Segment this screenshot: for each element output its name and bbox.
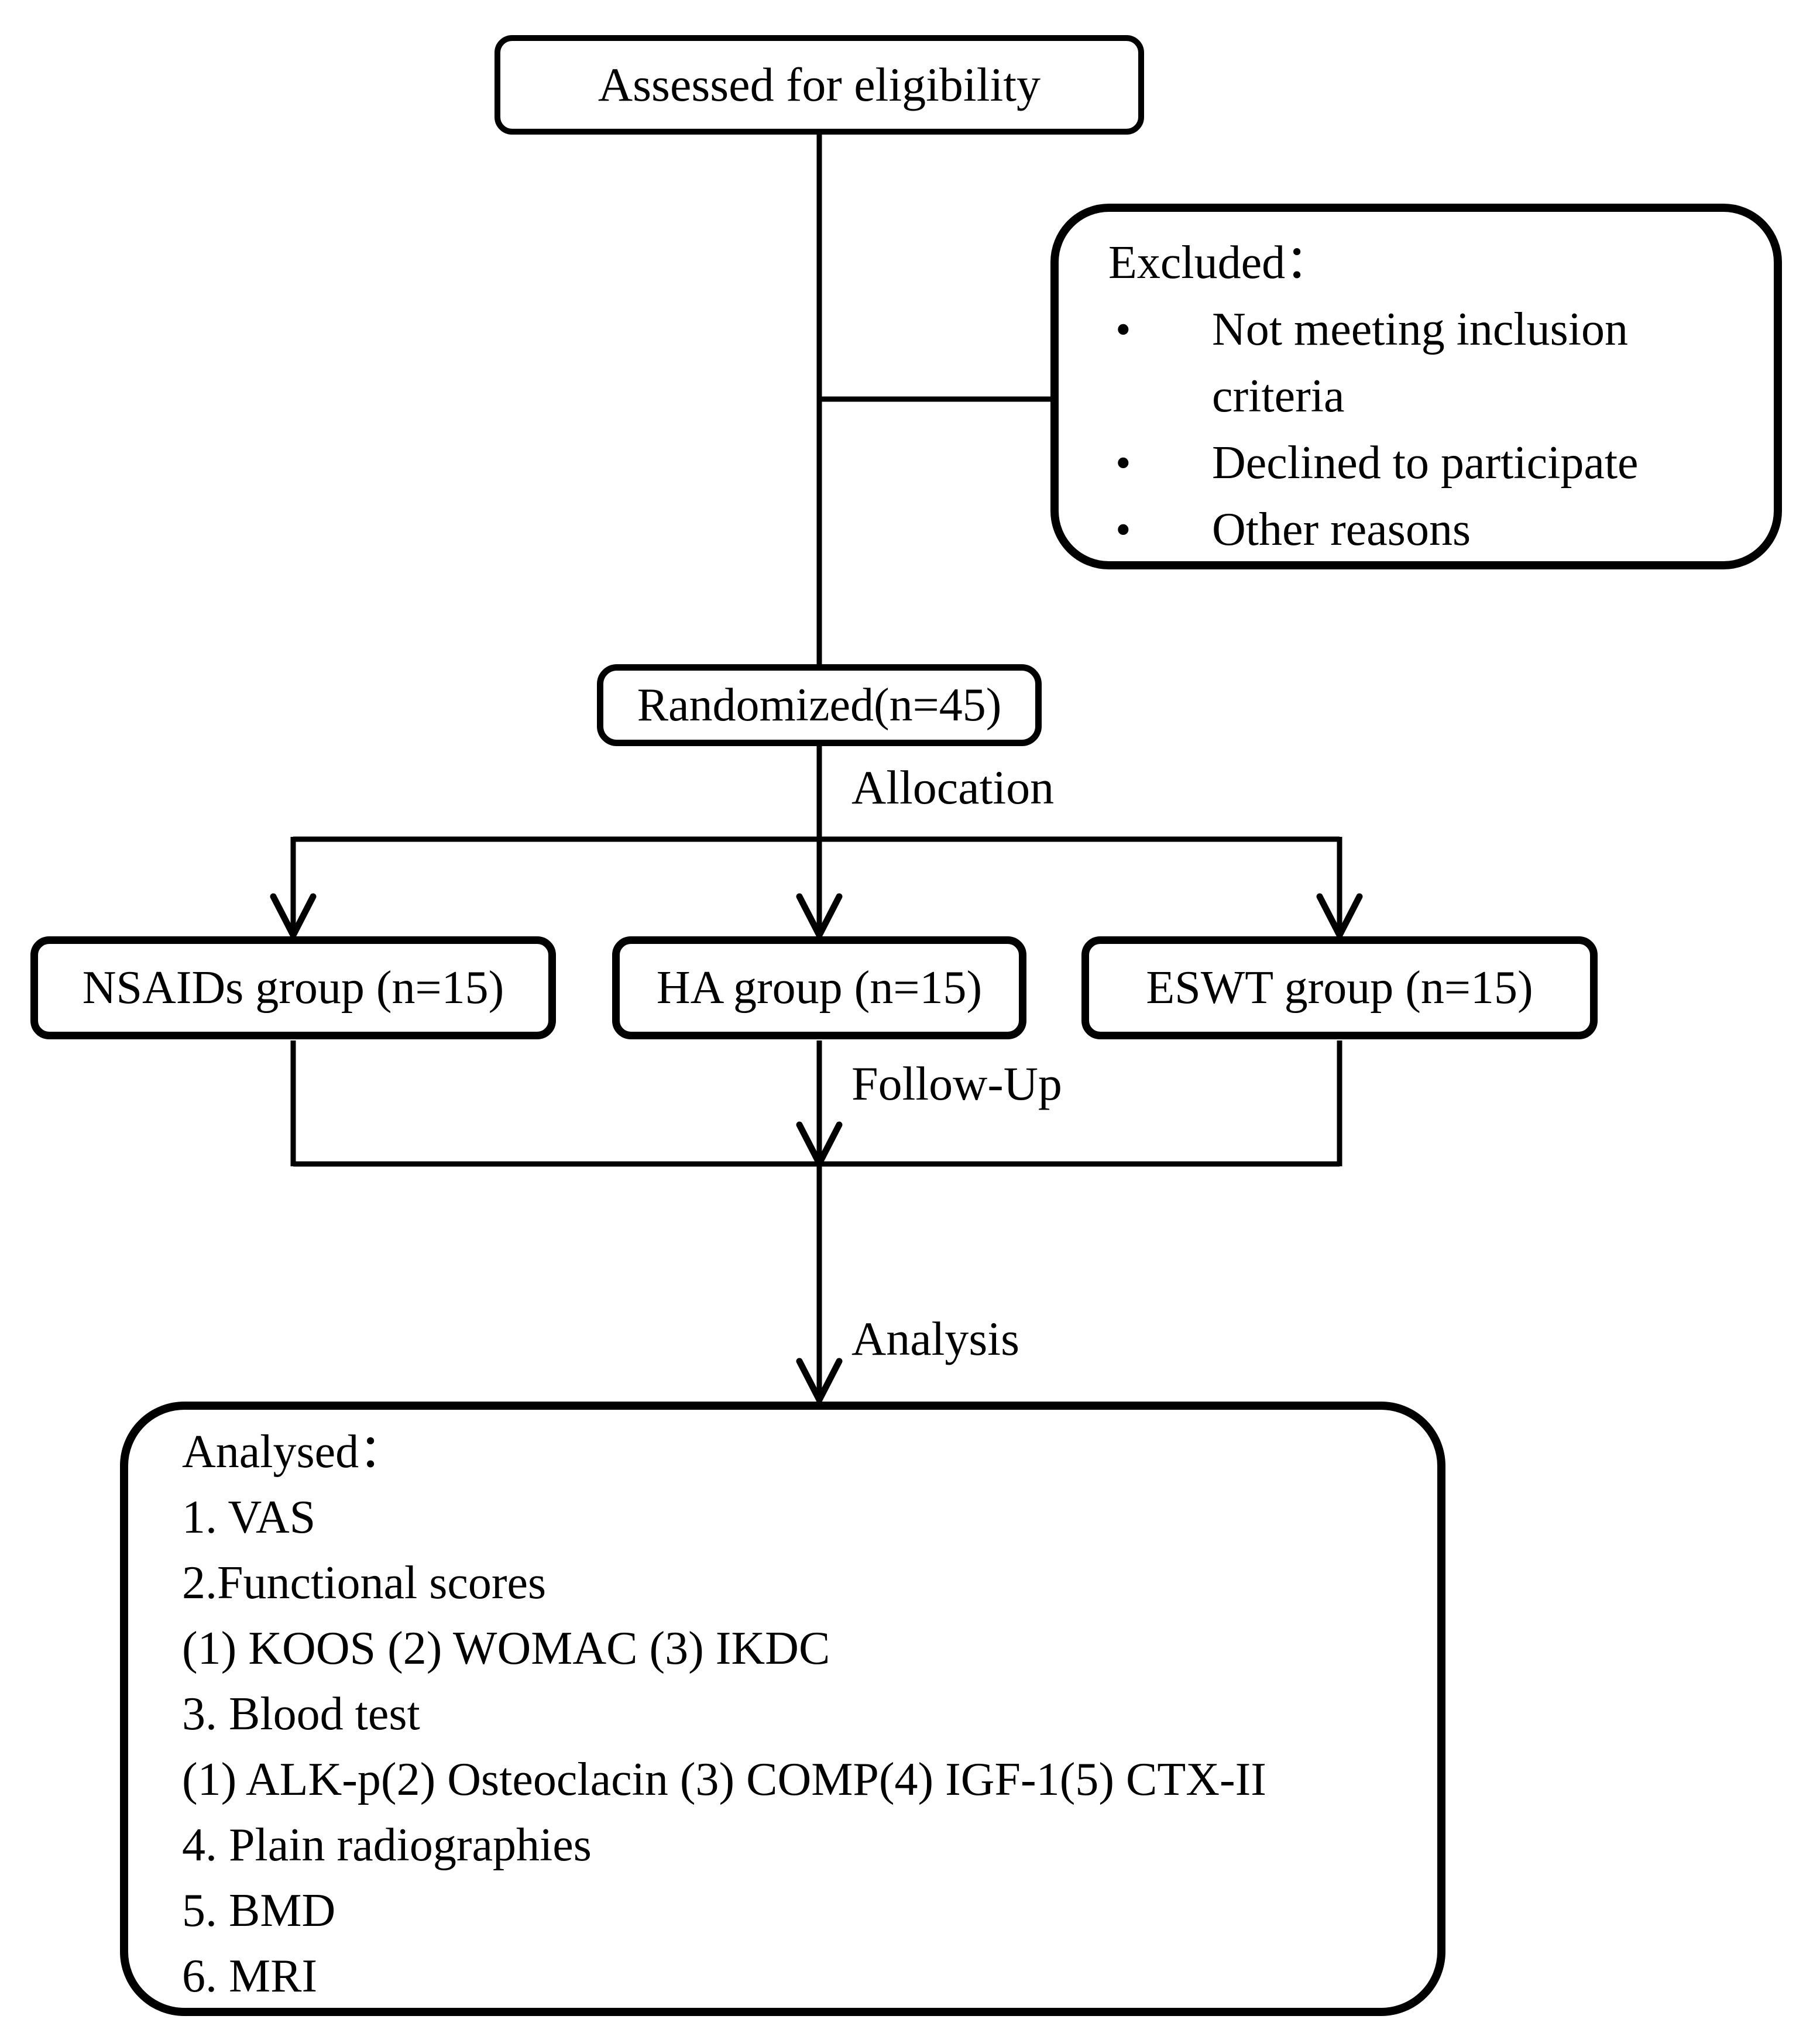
excluded-reason: Declined to participate <box>1212 437 1639 489</box>
ha-group-label: HA group (n=15) <box>656 961 983 1014</box>
nsaids-group-box: NSAIDs group (n=15) <box>30 936 556 1039</box>
assessed-label: Assessed for eligibility <box>597 58 1041 111</box>
analysed-title: Analysed： <box>182 1426 406 1478</box>
excluded-reason: Other reasons <box>1212 504 1471 555</box>
arrowhead-eswt <box>1316 893 1363 943</box>
excluded-reason-row: • Declined to participate <box>1108 430 1750 496</box>
bullet-icon: • <box>1115 438 1131 487</box>
eswt-group-box: ESWT group (n=15) <box>1081 936 1598 1039</box>
follow-up-label: Follow-Up <box>851 1057 1062 1110</box>
analysed-item: 2.Functional scores <box>182 1557 547 1609</box>
arrowhead-ha <box>796 893 843 943</box>
excluded-box: Excluded： • Not meeting inclusion criter… <box>1050 204 1782 569</box>
analysed-item: (1) ALK-p(2) Osteoclacin (3) COMP(4) IGF… <box>182 1754 1266 1805</box>
randomized-box: Randomized(n=45) <box>597 664 1042 746</box>
analysed-item: 5. BMD <box>182 1885 336 1936</box>
analysed-box: Analysed： 1. VAS 2.Functional scores (1)… <box>120 1402 1445 2016</box>
nsaids-group-label: NSAIDs group (n=15) <box>82 961 504 1014</box>
excluded-title: Excluded： <box>1108 237 1333 289</box>
analysed-item: 3. Blood test <box>182 1688 420 1740</box>
eswt-group-label: ESWT group (n=15) <box>1146 961 1533 1014</box>
excluded-reason: Not meeting inclusion criteria <box>1212 304 1629 422</box>
ha-group-box: HA group (n=15) <box>612 936 1026 1039</box>
excluded-reason-row: • Other reasons <box>1108 496 1750 563</box>
allocation-label: Allocation <box>851 761 1055 814</box>
arrowhead-nsaids <box>270 893 317 943</box>
analysed-item: 6. MRI <box>182 1950 318 2002</box>
bullet-icon: • <box>1115 505 1131 554</box>
analysed-item: 4. Plain radiographies <box>182 1819 592 1871</box>
analysis-label: Analysis <box>851 1312 1019 1365</box>
arrowhead-analysed <box>796 1358 843 1407</box>
assessed-box: Assessed for eligibility <box>495 35 1144 135</box>
excluded-reason-row: • Not meeting inclusion criteria <box>1108 296 1750 430</box>
bullet-icon: • <box>1115 305 1131 354</box>
analysed-item: (1) KOOS (2) WOMAC (3) IKDC <box>182 1623 830 1674</box>
randomized-label: Randomized(n=45) <box>637 679 1002 731</box>
analysed-item: 1. VAS <box>182 1492 316 1543</box>
